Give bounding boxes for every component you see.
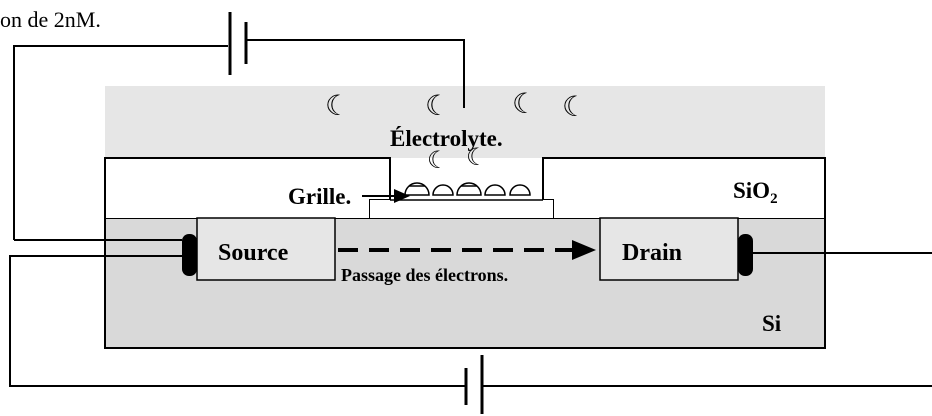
- oxide-layer-right: [542, 157, 826, 218]
- caption-text: on de 2nM.: [0, 7, 101, 32]
- receptor-molecules: [404, 182, 531, 196]
- source-contact: [182, 234, 197, 276]
- ion-glyph: ☾: [325, 91, 350, 122]
- drain-circuit-wire-left: [9, 255, 465, 387]
- gate-arrow-head: [394, 189, 410, 203]
- ion-glyph: ☾: [562, 92, 587, 123]
- electron-flow-arrow-head: [572, 240, 596, 260]
- gate-label: Grille.: [288, 184, 351, 209]
- substrate-label: Si: [762, 311, 782, 336]
- ion-glyph: ☾: [427, 148, 449, 174]
- ion-glyph: ☾: [512, 89, 537, 120]
- oxide-label: SiO2: [733, 178, 778, 207]
- gate-region: [370, 200, 553, 218]
- drain-region: [599, 217, 739, 281]
- electrolyte-label: Électrolyte.: [390, 126, 503, 151]
- gate-circuit-wire-left: [13, 45, 228, 240]
- ion-glyph: ☾: [466, 145, 488, 171]
- source-label: Source: [218, 240, 289, 266]
- electron-flow-label: Passage des électrons.: [341, 265, 508, 285]
- drain-contact: [738, 234, 753, 276]
- gate-electrode-wire: [246, 39, 465, 108]
- ion-glyph: ☾: [425, 91, 450, 122]
- source-region: [196, 217, 336, 281]
- drain-label: Drain: [622, 240, 682, 266]
